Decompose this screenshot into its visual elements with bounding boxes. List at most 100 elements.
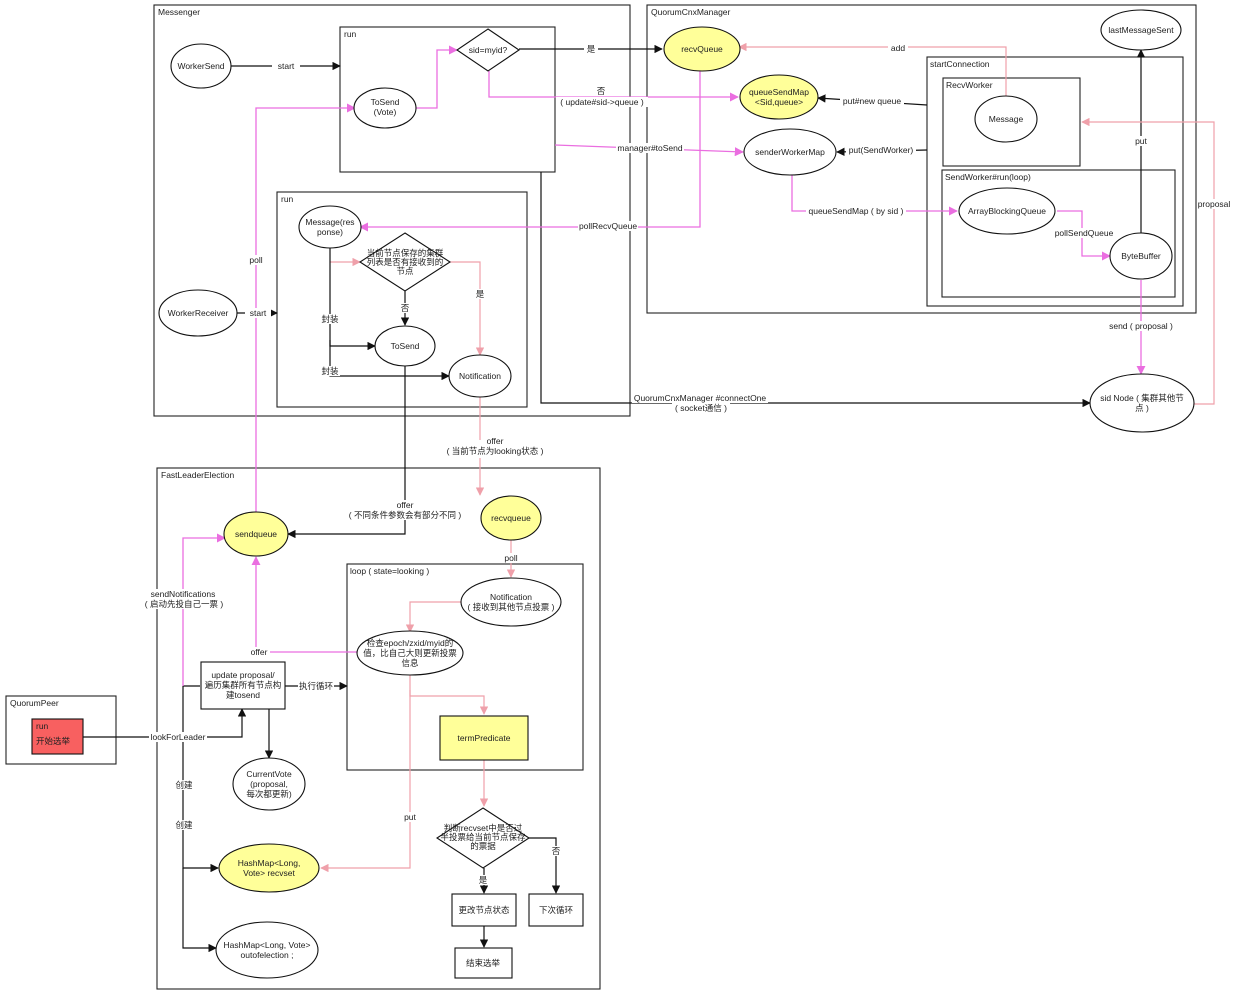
container-fast-leader-election: FastLeaderElection (156, 467, 601, 990)
container-quorum-peer: QuorumPeer (5, 695, 117, 765)
svg-text:检查epoch/zxid/myid的: 检查epoch/zxid/myid的 (367, 638, 453, 648)
node-sender-worker-map: senderWorkerMap (743, 128, 837, 176)
svg-text:( 接收到其他节点投票 ): ( 接收到其他节点投票 ) (468, 602, 555, 612)
node-byte-buffer: ByteBuffer (1109, 232, 1173, 280)
edge-notification-to-check (405, 601, 461, 633)
edge-label-add: add (891, 43, 905, 53)
svg-text:sid Node ( 集群其他节: sid Node ( 集群其他节 (1100, 393, 1184, 403)
svg-text:Vote> recvset: Vote> recvset (243, 868, 295, 878)
svg-text:列表是否有接收到的: 列表是否有接收到的 (367, 257, 444, 267)
edge-label-yes-3: 是 (479, 875, 488, 885)
svg-text:sendqueue: sendqueue (235, 529, 277, 539)
edge-judge-no (529, 837, 561, 894)
edge-label-queue-send-map-by-sid: queueSendMap ( by sid ) (809, 206, 904, 216)
edge-label-proposal: proposal (1198, 199, 1231, 209)
container-quorum-cnx-manager: QuorumCnxManager (646, 4, 1197, 314)
container-title-run-bottom: run (281, 194, 294, 204)
svg-text:ToSend: ToSend (391, 341, 420, 351)
svg-text:结束选举: 结束选举 (466, 958, 501, 968)
svg-text:CurrentVote: CurrentVote (246, 769, 292, 779)
edge-label-poll: poll (249, 255, 262, 265)
svg-text:当前节点保存的集群: 当前节点保存的集群 (367, 248, 444, 258)
node-judge-recvset-decision: 判断recvset中是否过 半投票给当前节点保存 的票据 (435, 807, 531, 869)
edge-label-look-for-leader: lookForLeader (151, 732, 206, 742)
edge-label-update-sid-queue: ( update#sid->queue ) (560, 97, 644, 107)
svg-text:HashMap<Long, Vote>: HashMap<Long, Vote> (224, 940, 311, 950)
svg-text:queueSendMap: queueSendMap (749, 87, 809, 97)
node-recvqueue: recvqueue (480, 495, 542, 541)
edge-poll-sendqueue (255, 103, 356, 512)
svg-text:Notification: Notification (459, 371, 501, 381)
svg-text:每次都更新): 每次都更新) (246, 789, 292, 799)
container-title-quorum-peer: QuorumPeer (10, 698, 59, 708)
svg-text:WorkerSend: WorkerSend (177, 61, 224, 71)
edge-label-poll-recv-queue: pollRecvQueue (579, 221, 637, 231)
svg-text:lastMessageSent: lastMessageSent (1108, 25, 1174, 35)
edge-label-put: put (1135, 136, 1147, 146)
edge-offer-sendqueue (287, 366, 406, 539)
node-array-blocking-queue: ArrayBlockingQueue (958, 187, 1056, 235)
edge-offer-to-sendqueue (251, 556, 357, 653)
node-notification: Notification (448, 354, 512, 398)
edge-proposal (1081, 117, 1215, 405)
edge-label-execute-loop: 执行循环 (299, 681, 334, 691)
edge-label-offer-2-note: ( 不同条件参数会有部分不同 ) (349, 510, 462, 520)
edge-create-recvset (182, 686, 219, 873)
container-title-messenger: Messenger (158, 7, 200, 17)
svg-text:recvQueue: recvQueue (681, 44, 723, 54)
edge-poll-recv-queue (359, 71, 701, 232)
container-send-worker-loop: SendWorker#run(loop) (941, 169, 1176, 298)
svg-text:Notification: Notification (490, 592, 532, 602)
edge-label-offer-1: offer (487, 436, 504, 446)
svg-text:Message(res: Message(res (305, 217, 354, 227)
node-run-start: run 开始选举 (31, 718, 84, 755)
edge-check-to-term (409, 675, 489, 715)
container-start-connection: startConnection (926, 56, 1184, 307)
container-title-fast-leader-election: FastLeaderElection (161, 470, 235, 480)
node-next-loop: 下次循环 (528, 893, 584, 927)
edge-message-add (738, 42, 1007, 96)
svg-text:值，比自己大则更新投票: 值，比自己大则更新投票 (363, 648, 457, 658)
node-recv-queue: recvQueue (663, 26, 741, 72)
node-notification-recv: Notification ( 接收到其他节点投票 ) (460, 577, 562, 627)
node-sid-node: sid Node ( 集群其他节 点 ) (1089, 373, 1195, 433)
edge-label-put-send-worker: put(SendWorker) (849, 145, 914, 155)
svg-text:update proposal/: update proposal/ (211, 670, 275, 680)
edge-label-start-2: start (250, 308, 267, 318)
svg-text:判断recvset中是否过: 判断recvset中是否过 (444, 823, 523, 833)
svg-text:信息: 信息 (401, 658, 419, 668)
svg-text:ToSend: ToSend (371, 97, 400, 107)
svg-text:HashMap<Long,: HashMap<Long, (238, 858, 301, 868)
svg-text:ArrayBlockingQueue: ArrayBlockingQueue (968, 206, 1046, 216)
container-title-quorum-cnx-manager: QuorumCnxManager (651, 7, 731, 17)
svg-text:开始选举: 开始选举 (36, 736, 71, 746)
container-recv-worker: RecvWorker (942, 77, 1081, 167)
svg-text:点 ): 点 ) (1135, 403, 1149, 413)
edge-label-put-new-queue: put#new queue (843, 96, 901, 106)
svg-text:run: run (36, 721, 49, 731)
edge-label-poll-2: poll (504, 553, 517, 563)
container-loop-looking: loop ( state=looking ) (346, 563, 584, 771)
edge-label-encapsulate-1: 封装 (321, 314, 339, 324)
svg-text:建tosend: 建tosend (226, 690, 260, 700)
svg-text:sid=myid?: sid=myid? (469, 45, 508, 55)
node-check-epoch: 检查epoch/zxid/myid的 值，比自己大则更新投票 信息 (356, 630, 464, 676)
edge-label-create-2: 创建 (175, 820, 193, 830)
node-message-response: Message(res ponse) (298, 205, 362, 249)
svg-text:遍历集群所有节点构: 遍历集群所有节点构 (205, 680, 282, 690)
node-sendqueue: sendqueue (223, 511, 289, 557)
container-run-top: run (339, 26, 556, 173)
node-update-proposal: update proposal/ 遍历集群所有节点构 建tosend (200, 661, 286, 710)
node-to-send-vote: ToSend (Vote) (353, 87, 417, 129)
edge-label-send-notifications: sendNotifications (151, 589, 216, 599)
svg-text:termPredicate: termPredicate (458, 733, 511, 743)
svg-text:recvqueue: recvqueue (491, 513, 531, 523)
edge-connect-one-left (540, 172, 630, 404)
edge-label-put-2: put (404, 812, 416, 822)
node-queue-send-map: queueSendMap <Sid,queue> (739, 74, 819, 120)
container-title-start-connection: startConnection (930, 59, 990, 69)
edge-label-no-3: 否 (552, 846, 561, 856)
edge-label-start-1: start (278, 61, 295, 71)
svg-text:节点: 节点 (396, 266, 414, 276)
